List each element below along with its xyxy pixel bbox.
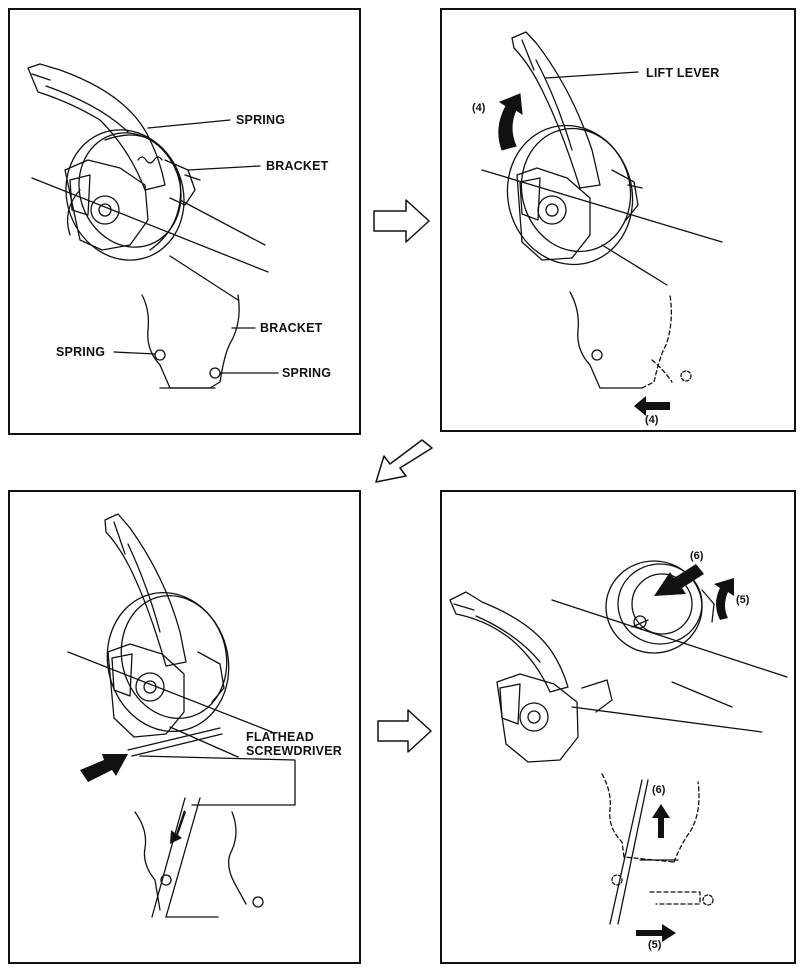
spring-right-label: SPRING: [282, 366, 332, 380]
lift-lever-label: LIFT LEVER: [646, 66, 720, 80]
spring-left-label: SPRING: [56, 345, 106, 359]
flathead-label: FLATHEAD: [246, 730, 315, 744]
screwdriver-illustration: [67, 513, 296, 918]
step-slide-label: (4): [645, 414, 659, 426]
step-lift-label: (4): [472, 102, 486, 114]
bracket-detail-label: BRACKET: [260, 321, 323, 335]
step-rotate-label: (5): [736, 594, 750, 606]
step-push-label: (6): [690, 550, 704, 562]
arrow-down-left-icon: [375, 439, 433, 483]
spring-label: SPRING: [236, 113, 286, 127]
panel-removal-view: (6) (5) (6) (5): [440, 490, 796, 964]
bracket-label: BRACKET: [266, 159, 329, 173]
lift-lever-illustration: [481, 31, 723, 416]
panel-screwdriver-view: FLATHEAD SCREWDRIVER: [8, 490, 361, 964]
lever-assembly-illustration: [27, 63, 279, 389]
step-detail-up-label: (6): [652, 784, 666, 796]
arrow-right-icon-2: [377, 709, 432, 753]
panel-spring-bracket-view: SPRING BRACKET BRACKET SPRING SPRING: [8, 8, 361, 435]
panel-lift-lever-view: LIFT LEVER (4) (4): [440, 8, 796, 432]
lever-removal-illustration: [449, 560, 788, 942]
screwdriver-label: SCREWDRIVER: [246, 744, 342, 758]
step-detail-right-label: (5): [648, 939, 662, 951]
arrow-right-icon: [373, 199, 430, 243]
